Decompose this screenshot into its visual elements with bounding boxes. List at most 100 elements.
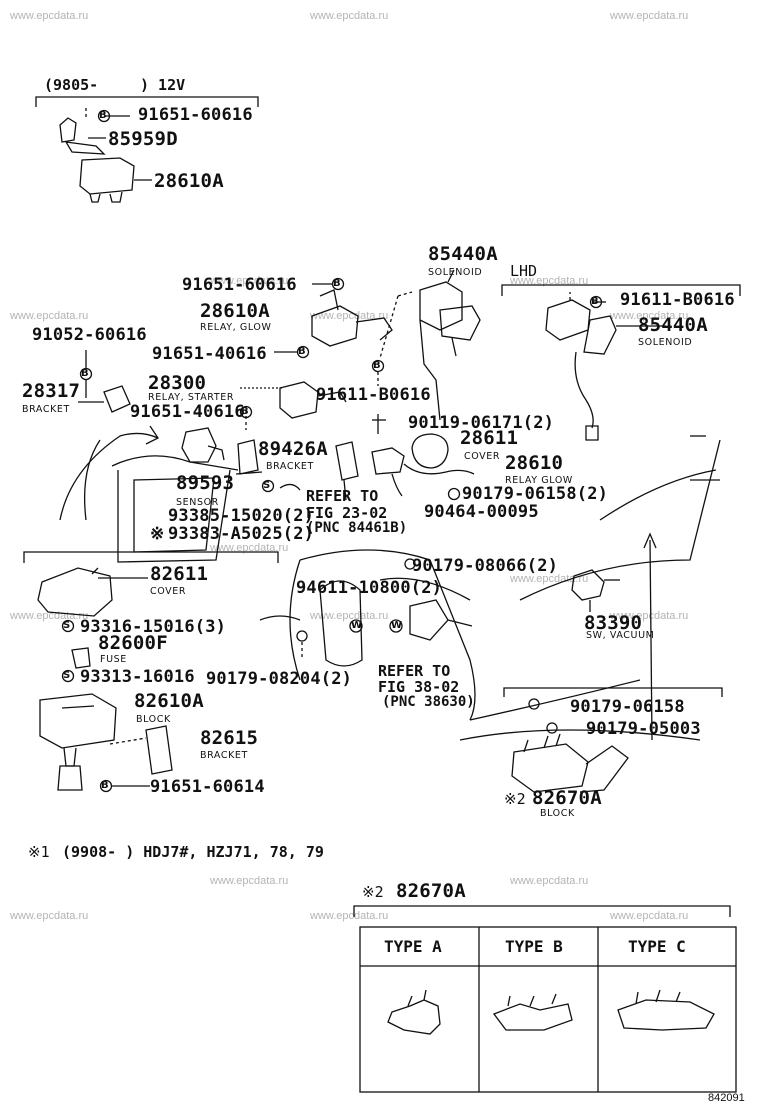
watermark: www.epcdata.ru <box>510 875 589 887</box>
part-number[interactable]: 93385-15020(2) <box>168 506 315 526</box>
watermark: www.epcdata.ru <box>510 573 589 585</box>
watermark: www.epcdata.ru <box>510 275 589 287</box>
screw-marker-s: S <box>263 480 271 491</box>
part-number[interactable]: 28610 <box>505 452 564 474</box>
watermark: www.epcdata.ru <box>310 610 389 622</box>
part-number[interactable]: 90119-06171(2) <box>408 413 555 433</box>
refer-text[interactable]: REFER TO <box>378 662 451 680</box>
part-number[interactable]: 28610A <box>154 170 224 192</box>
part-number[interactable]: 91651-40616 <box>130 402 245 422</box>
part-number[interactable]: 85959D <box>108 128 178 150</box>
part-number[interactable]: 91611-B0616 <box>620 290 735 310</box>
part-number[interactable]: 28611 <box>460 427 519 449</box>
refer-text[interactable]: FIG 23-02 <box>306 504 388 522</box>
type-c-header: TYPE C <box>628 937 686 956</box>
part-label: BRACKET <box>266 461 314 472</box>
watermark: www.epcdata.ru <box>310 910 389 922</box>
part-number[interactable]: 28300 <box>148 372 207 394</box>
washer-marker-w: W <box>351 620 363 631</box>
part-label: COVER <box>464 451 501 462</box>
watermark: www.epcdata.ru <box>10 310 89 322</box>
star-mark: ※2 <box>504 790 526 808</box>
part-number[interactable]: 83390 <box>584 612 643 634</box>
part-number[interactable]: 85440A <box>428 243 498 265</box>
part-number[interactable]: 82670A <box>396 880 466 902</box>
refer-text[interactable]: (PNC 84461B) <box>306 520 408 536</box>
figure-number: 842091 <box>708 1092 745 1104</box>
part-number[interactable]: 93316-15016(3) <box>80 617 227 637</box>
star-mark: ※1 <box>28 843 50 861</box>
part-number[interactable]: 82670A <box>532 787 602 809</box>
part-number[interactable]: 90179-08204(2) <box>206 669 353 689</box>
top-group-voltage: ) 12V <box>140 76 186 94</box>
part-number[interactable]: 89426A <box>258 438 328 460</box>
refer-text[interactable]: REFER TO <box>306 487 379 505</box>
part-number[interactable]: 94611-10800(2) <box>296 578 443 598</box>
star-mark: ※ <box>150 524 165 544</box>
watermark: www.epcdata.ru <box>610 910 689 922</box>
watermark: www.epcdata.ru <box>610 310 689 322</box>
part-number[interactable]: 91052-60616 <box>32 325 147 345</box>
lhd-label: LHD <box>510 262 538 280</box>
part-label: SOLENOID <box>638 337 693 348</box>
part-number[interactable]: 93313-16016 <box>80 667 195 687</box>
part-number[interactable]: 90179-06158(2) <box>462 484 609 504</box>
watermark: www.epcdata.ru <box>610 610 689 622</box>
screw-marker-s: S <box>63 620 71 631</box>
refer-text[interactable]: (PNC 38630) <box>382 694 475 710</box>
part-number[interactable]: 91611-B0616 <box>316 385 431 405</box>
part-number[interactable]: 93383-A5025(2) <box>168 524 315 544</box>
bolt-marker-b: B <box>373 360 382 371</box>
watermark: www.epcdata.ru <box>610 10 689 22</box>
bolt-marker-b: B <box>81 368 90 379</box>
part-label: BRACKET <box>200 750 248 761</box>
washer-marker-w: W <box>391 620 403 631</box>
part-label: COVER <box>150 586 187 597</box>
bolt-marker-b: B <box>333 278 342 289</box>
part-number[interactable]: 91651-60614 <box>150 777 265 797</box>
bolt-marker-b: B <box>99 110 108 121</box>
top-group-range: (9805- <box>44 76 99 94</box>
part-number[interactable]: 91651-40616 <box>152 344 267 364</box>
part-number[interactable]: 82600F <box>98 632 168 654</box>
bolt-marker-b: B <box>298 346 307 357</box>
part-number[interactable]: 91651-60616 <box>138 105 253 125</box>
part-number[interactable]: 91651-60616 <box>182 275 297 295</box>
footnote-text: (9908- ) HDJ7#, HZJ71, 78, 79 <box>62 843 324 861</box>
watermark: www.epcdata.ru <box>310 310 389 322</box>
part-label: BRACKET <box>22 404 70 415</box>
part-number[interactable]: 85440A <box>638 314 708 336</box>
part-number[interactable]: 28317 <box>22 380 81 402</box>
part-number[interactable]: 90179-05003 <box>586 719 701 739</box>
part-number[interactable]: 90179-08066(2) <box>412 556 559 576</box>
part-label: RELAY, GLOW <box>200 322 272 333</box>
part-label: BLOCK <box>136 714 171 725</box>
watermark: www.epcdata.ru <box>210 875 289 887</box>
part-label: RELAY, STARTER <box>148 392 235 403</box>
refer-text[interactable]: FIG 38-02 <box>378 678 460 696</box>
bolt-marker-b: B <box>101 780 110 791</box>
type-a-header: TYPE A <box>384 937 442 956</box>
watermark: www.epcdata.ru <box>210 275 289 287</box>
part-label: RELAY GLOW <box>505 475 573 486</box>
part-number[interactable]: 82615 <box>200 727 259 749</box>
star-mark: ※2 <box>362 883 384 901</box>
part-label: BLOCK <box>540 808 575 819</box>
watermark: www.epcdata.ru <box>10 610 89 622</box>
part-label: SENSOR <box>176 497 219 508</box>
part-number[interactable]: 90464-00095 <box>424 502 539 522</box>
part-label: FUSE <box>100 654 127 665</box>
part-number[interactable]: 90179-06158 <box>570 697 685 717</box>
part-number[interactable]: 82611 <box>150 563 209 585</box>
part-number[interactable]: 28610A <box>200 300 270 322</box>
bolt-marker-b: B <box>591 296 600 307</box>
type-b-header: TYPE B <box>505 937 563 956</box>
part-number[interactable]: 82610A <box>134 690 204 712</box>
part-number[interactable]: 89593 <box>176 472 235 494</box>
watermark: www.epcdata.ru <box>10 10 89 22</box>
watermark: www.epcdata.ru <box>310 10 389 22</box>
watermark: www.epcdata.ru <box>210 542 289 554</box>
part-label: SOLENOID <box>428 267 483 278</box>
watermark: www.epcdata.ru <box>10 910 89 922</box>
